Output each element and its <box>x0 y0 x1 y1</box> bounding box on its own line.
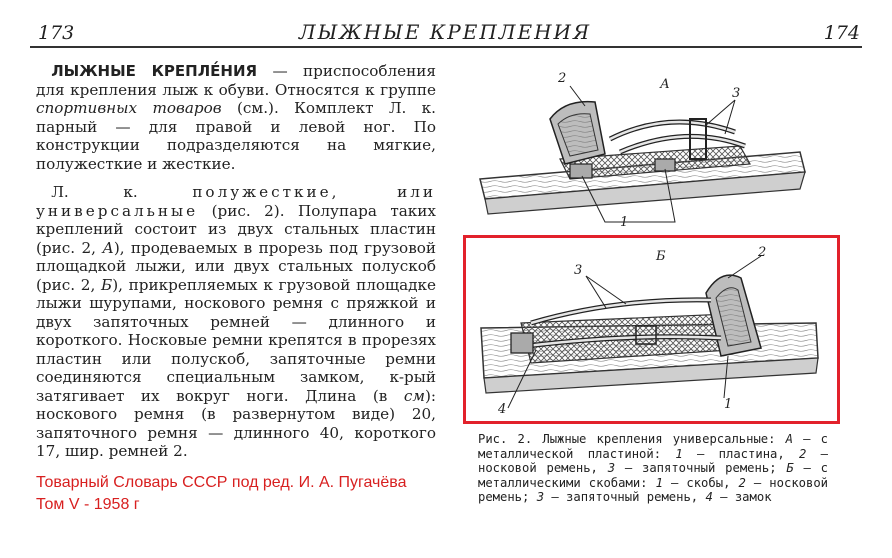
running-header: 173 ЛЫЖНЫЕ КРЕПЛЕНИЯ 174 <box>30 18 860 48</box>
figure-b-label-3: 3 <box>574 263 582 278</box>
figure-b-label-1: 1 <box>724 397 732 412</box>
figure-a-label-3: 3 <box>732 86 740 101</box>
figure-b-letter: Б <box>655 249 666 264</box>
figure-b-label-4: 4 <box>497 402 506 417</box>
figure-b-label-2: 2 <box>757 245 766 260</box>
source-citation: Товарный Словарь СССР под ред. И. А. Пуг… <box>36 472 466 516</box>
article-paragraph-2: Л. к. полужесткие, или универсальные (ри… <box>36 183 437 460</box>
article-paragraph-1: ЛЫЖНЫЕ КРЕПЛЕ́НИЯ — приспособления для к… <box>36 62 436 173</box>
running-title: ЛЫЖНЫЕ КРЕПЛЕНИЯ <box>298 20 592 44</box>
page-number-left: 173 <box>38 22 75 44</box>
citation-line-2: Том V - 1958 г <box>36 496 140 513</box>
figure-a-label-1: 1 <box>620 215 628 230</box>
article-text: ЛЫЖНЫЕ КРЕПЛЕ́НИЯ — приспособления для к… <box>36 62 436 461</box>
page-number-right: 174 <box>823 22 860 44</box>
figure-b-highlight-frame: Б 3 2 4 1 <box>463 235 840 424</box>
figure-a-illustration: А 2 3 1 <box>479 71 806 230</box>
figure-a-label-2: 2 <box>557 71 566 86</box>
spaced-term: полужесткие, или универсальные <box>36 183 436 220</box>
header-rule <box>30 46 862 48</box>
cross-reference: спортивных товаров <box>36 99 222 117</box>
figure-a-letter: А <box>659 77 670 92</box>
figure-b-illustration: Б 3 2 4 1 <box>480 245 819 417</box>
article-headword: ЛЫЖНЫЕ КРЕПЛЕ́НИЯ <box>51 62 258 80</box>
figure-caption: Рис. 2. Лыжные крепления универсальные: … <box>478 432 829 504</box>
citation-line-1: Товарный Словарь СССР под ред. И. А. Пуг… <box>36 474 407 491</box>
